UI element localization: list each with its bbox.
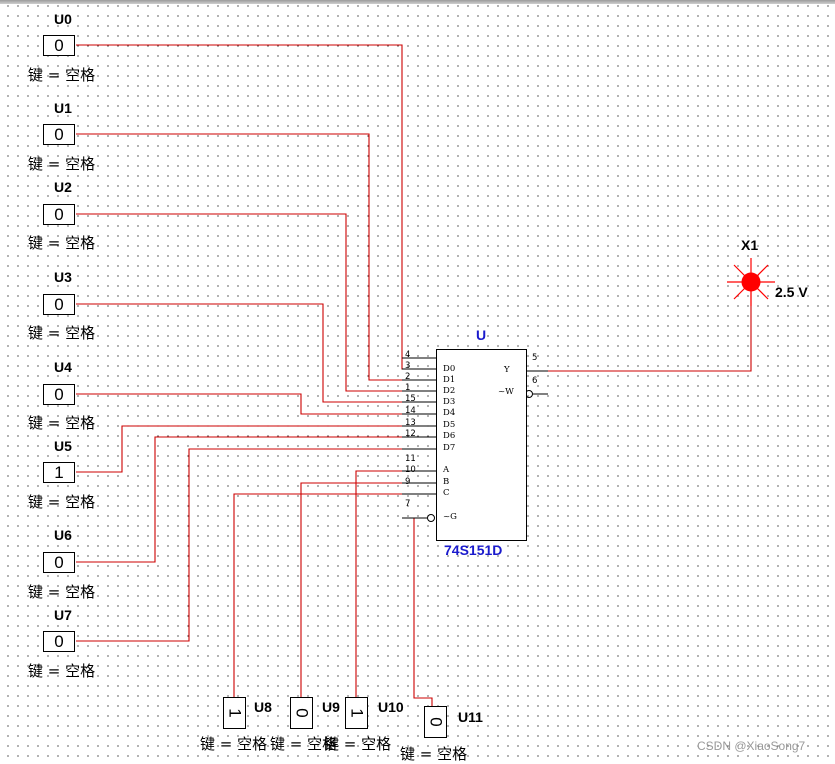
switch-key-u4: 键 = 空格 [28, 414, 96, 432]
switch-key-u5: 键 = 空格 [28, 493, 96, 511]
switch-u9[interactable]: 0 [290, 697, 313, 729]
switch-u7[interactable]: 0 [43, 631, 75, 652]
switch-u11[interactable]: 0 [424, 706, 447, 738]
pin-num: 15 [405, 394, 416, 404]
pin-num: 10 [405, 465, 416, 475]
pin-label-b: B [443, 477, 450, 487]
switch-u11-value: 0 [426, 717, 445, 727]
switch-key-u11: 键 = 空格 [400, 745, 468, 763]
switch-u3[interactable]: 0 [43, 294, 75, 315]
switch-label-u5: U5 [54, 438, 72, 454]
pin-label-d3: D3 [443, 397, 456, 407]
switch-u6[interactable]: 0 [43, 552, 75, 573]
pin-num: 12 [405, 429, 416, 439]
switch-u10-value: 1 [347, 708, 366, 718]
switch-label-u10: U10 [378, 699, 404, 715]
switch-label-u4: U4 [54, 359, 72, 375]
pin-num: 11 [405, 454, 416, 464]
switch-u8[interactable]: 1 [223, 697, 246, 729]
switch-key-u1: 键 = 空格 [28, 155, 96, 173]
probe-x1-lamp [727, 258, 775, 306]
switch-key-u6: 键 = 空格 [28, 583, 96, 601]
switch-key-u2: 键 = 空格 [28, 234, 96, 252]
switch-key-u0: 键 = 空格 [28, 66, 96, 84]
pin-num: 14 [405, 406, 416, 416]
pin-num: 13 [405, 418, 416, 428]
switch-u8-value: 1 [225, 708, 244, 718]
switch-label-u0: U0 [54, 11, 72, 27]
pin-num: 2 [405, 372, 411, 382]
switch-label-u6: U6 [54, 527, 72, 543]
switch-label-u8: U8 [254, 699, 272, 715]
wire-u0-d0 [76, 44, 436, 370]
pin-label-d5: D5 [443, 420, 456, 430]
pin-num: 9 [405, 477, 411, 487]
pin-label-d6: D6 [443, 431, 456, 441]
switch-u9-value: 0 [292, 708, 311, 718]
wire-u8-c [233, 493, 436, 697]
pin-label-d2: D2 [443, 386, 456, 396]
pin-label-d1: D1 [443, 375, 456, 385]
switch-u1[interactable]: 0 [43, 124, 75, 145]
pin-label-g: ~G [443, 512, 457, 522]
wire-u11-g [413, 517, 433, 706]
switch-u4[interactable]: 0 [43, 384, 75, 405]
switch-u5[interactable]: 1 [43, 462, 75, 483]
probe-label: X1 [741, 237, 759, 253]
switch-label-u1: U1 [54, 100, 72, 116]
pin-num: 7 [405, 499, 411, 509]
wire-u3-d3 [76, 303, 436, 403]
switch-label-u11: U11 [458, 709, 483, 725]
wire-u4-d4 [76, 393, 436, 415]
pin-label-c: C [443, 488, 450, 498]
wire-u9-b [300, 482, 436, 697]
window-top-border [0, 0, 835, 4]
pin-label-a: A [443, 465, 450, 475]
pin-num: 6 [532, 376, 538, 386]
chip-part-number: 74S151D [444, 542, 503, 558]
pin-label-d7: D7 [443, 443, 456, 453]
pin-num: 1 [405, 383, 411, 393]
wire-u6-d6 [76, 436, 436, 563]
switch-label-u7: U7 [54, 607, 72, 623]
mux-chip-74s151[interactable] [436, 349, 527, 541]
pin-num: 5 [532, 353, 538, 363]
switch-label-u2: U2 [54, 179, 72, 195]
switch-key-u3: 键 = 空格 [28, 324, 96, 342]
pin-label-d0: D0 [443, 364, 456, 374]
watermark: CSDN @XiaoSong7 [697, 739, 806, 753]
switch-label-u9: U9 [322, 699, 340, 715]
switch-u2[interactable]: 0 [43, 204, 75, 225]
wire-u10-a [355, 470, 436, 697]
switch-key-u7: 键 = 空格 [28, 662, 96, 680]
chip-ref: U [476, 327, 487, 343]
wire-u5-d5 [76, 425, 436, 473]
pin-num: 3 [405, 361, 411, 371]
switch-key-u10: 键 = 空格 [324, 735, 392, 753]
probe-voltage: 2.5 V [775, 284, 808, 300]
wire-u2-d2 [76, 213, 436, 392]
wire-u7-d7 [76, 448, 436, 642]
pin-label-w: ~W [498, 387, 514, 397]
pin-label-d4: D4 [443, 408, 456, 418]
pin-num: 4 [405, 350, 411, 360]
pin-label-y: Y [504, 365, 510, 375]
switch-u10[interactable]: 1 [345, 697, 368, 729]
switch-key-u9: 键 = 空格 [270, 735, 338, 753]
wire-u1-d1 [76, 133, 436, 381]
wire-y-x1 [525, 282, 752, 372]
switch-key-u8: 键 = 空格 [200, 735, 268, 753]
switch-label-u3: U3 [54, 269, 72, 285]
switch-u0[interactable]: 0 [43, 35, 75, 56]
